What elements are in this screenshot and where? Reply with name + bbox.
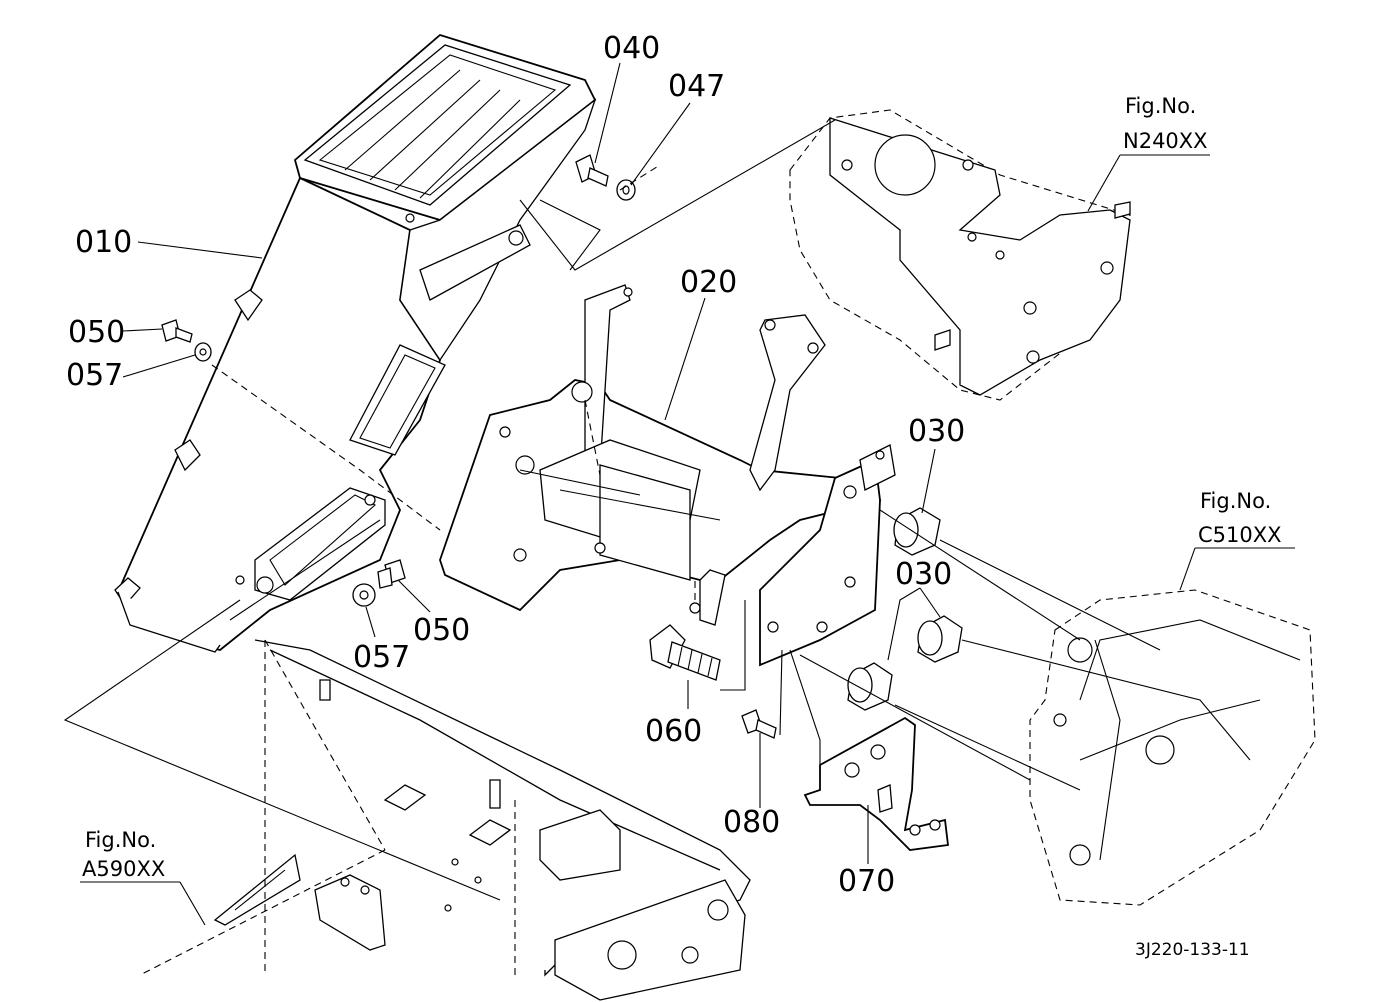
leader-lines [80, 62, 1295, 926]
label-030-lower: 030 [895, 557, 952, 592]
label-057-upper: 057 [66, 358, 123, 393]
fig-ref-c510-line1: Fig.No. [1200, 489, 1271, 513]
bolt-060 [649, 624, 721, 681]
drawing-code: 3J220-133-11 [1135, 940, 1250, 960]
bushing-030-middle [917, 615, 963, 663]
bolt-050-upper [161, 319, 193, 343]
washer-057-upper [194, 342, 212, 362]
bolt-040 [575, 154, 609, 187]
step-assembly-010 [114, 33, 597, 653]
bracket-070 [803, 716, 949, 851]
bracket-n240xx [789, 109, 1131, 401]
bolt-050-lower [377, 559, 406, 589]
fig-ref-c510-line2: C510XX [1198, 523, 1282, 547]
label-020: 020 [680, 265, 737, 300]
bushing-030-upper [893, 507, 941, 556]
label-040: 040 [603, 31, 660, 66]
housing-c510xx [1029, 589, 1316, 906]
label-047: 047 [668, 69, 725, 104]
label-030-upper: 030 [908, 414, 965, 449]
fig-ref-a590-line2: A590XX [82, 857, 165, 881]
figure-references: Fig.No. N240XX Fig.No. C510XX Fig.No. A5… [82, 94, 1282, 881]
label-060: 060 [645, 714, 702, 749]
label-070: 070 [838, 864, 895, 899]
fig-ref-a590-line1: Fig.No. [85, 828, 156, 852]
label-010: 010 [75, 225, 132, 260]
label-050-upper: 050 [68, 315, 125, 350]
label-080: 080 [723, 805, 780, 840]
label-057-lower: 057 [353, 640, 410, 675]
assembly-lines [63, 119, 1251, 976]
frame-020 [439, 284, 896, 667]
fig-ref-n240-line2: N240XX [1123, 129, 1208, 153]
label-050-lower: 050 [413, 613, 470, 648]
bushing-030-lower [847, 662, 893, 711]
fig-ref-n240-line1: Fig.No. [1125, 94, 1196, 118]
bolt-080 [741, 709, 777, 739]
part-number-labels: 010 040 047 020 050 057 030 030 050 057 … [66, 31, 965, 899]
frame-a590xx [213, 639, 751, 1001]
washer-047 [616, 179, 636, 201]
washer-057-lower [352, 583, 376, 607]
